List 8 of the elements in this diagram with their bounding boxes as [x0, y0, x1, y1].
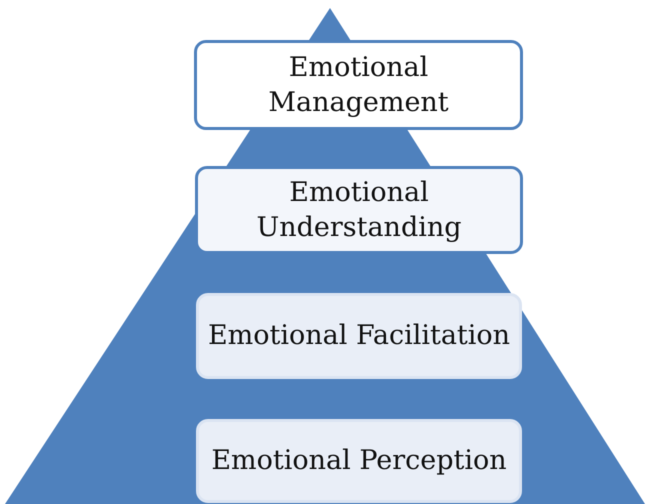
level-box: [195, 166, 523, 254]
level-box: [196, 419, 522, 503]
level-label: Emotional Management: [267, 50, 450, 120]
level-box: [196, 293, 522, 379]
level-label: Emotional Perception: [210, 444, 508, 478]
level-label: Emotional Facilitation: [206, 319, 512, 354]
level-label: Emotional Understanding: [255, 176, 463, 245]
level-box: [194, 40, 523, 130]
